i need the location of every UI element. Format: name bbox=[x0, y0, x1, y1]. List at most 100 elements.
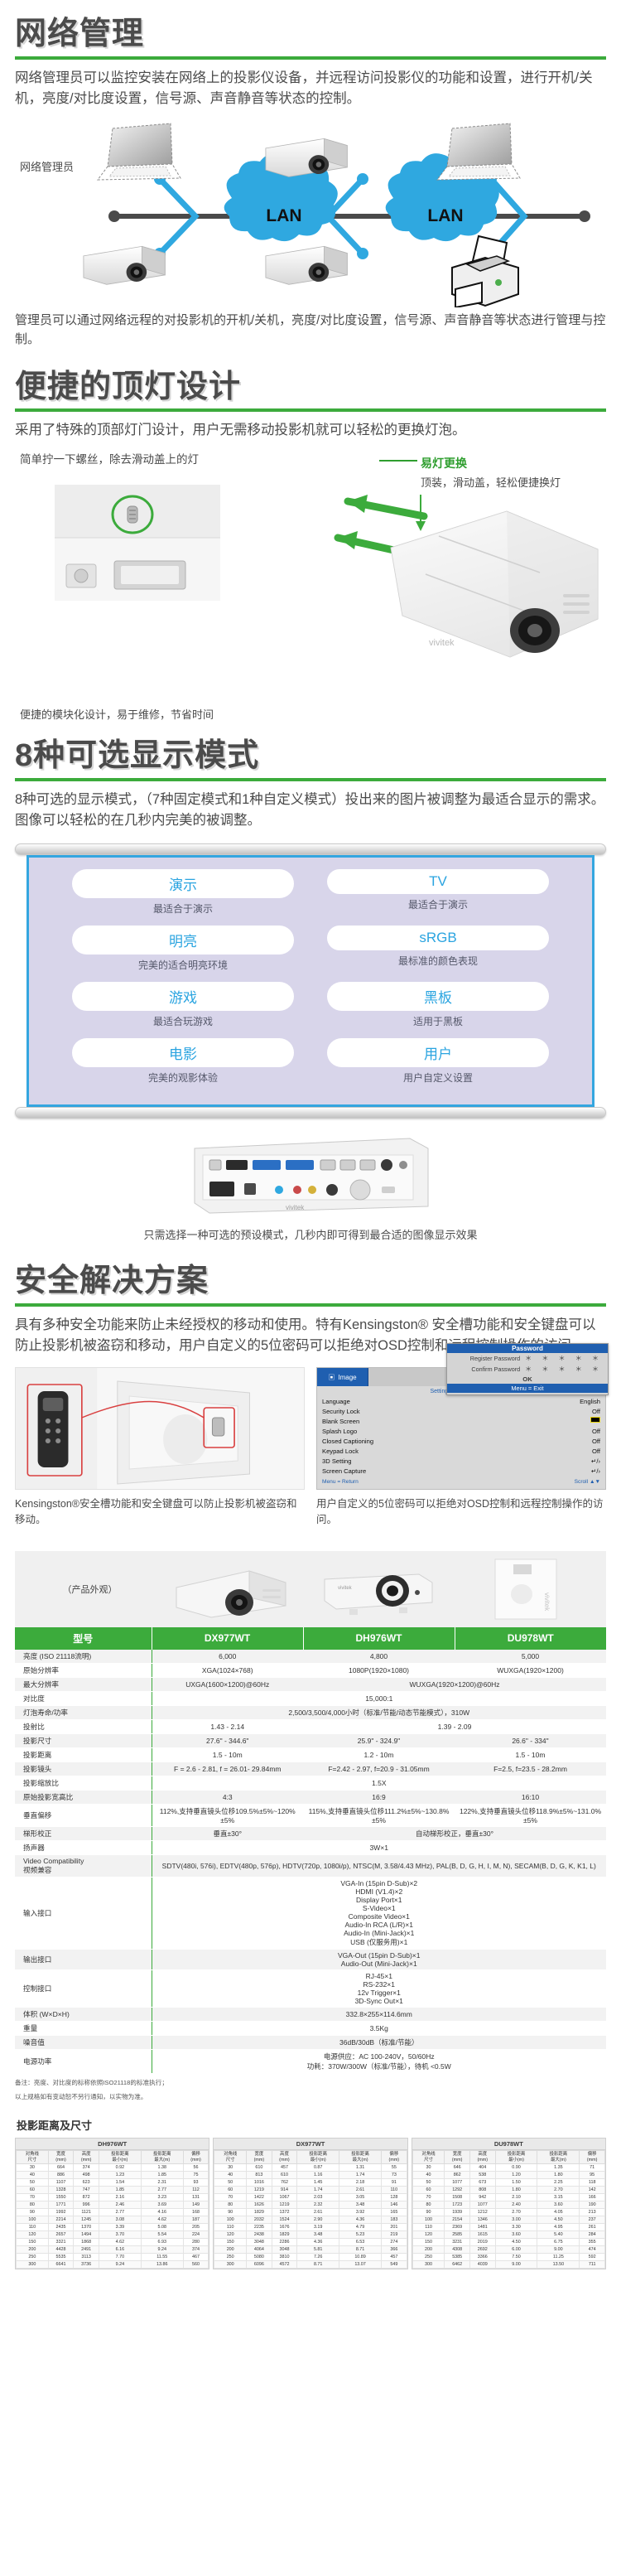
osd-row-label: Screen Capture bbox=[322, 1467, 367, 1475]
osd-row[interactable]: Splash Logo Off bbox=[322, 1427, 600, 1437]
osd-row-value: ↵/› bbox=[590, 1457, 600, 1465]
lamp-title: 便捷的顶灯设计 bbox=[15, 369, 242, 404]
throw-cell: 2657 bbox=[47, 2230, 75, 2240]
throw-cell: 100 bbox=[412, 2216, 445, 2225]
osd-row[interactable]: Keypad Lock Off bbox=[322, 1447, 600, 1457]
spec-cell: F=2.5, f=23.5 - 28.2mm bbox=[455, 1762, 606, 1776]
throw-cell: 56 bbox=[182, 2163, 209, 2172]
mode-cell[interactable]: sRGB 最标准的颜色表现 bbox=[327, 925, 549, 977]
throw-cell: 6.53 bbox=[339, 2238, 382, 2247]
throw-cell: 166 bbox=[579, 2193, 605, 2202]
throw-cell: 6641 bbox=[47, 2260, 75, 2269]
throw-cell: 2.70 bbox=[494, 2208, 538, 2217]
throw-cell: 1372 bbox=[271, 2208, 298, 2217]
throw-cell: 110 bbox=[412, 2223, 445, 2232]
mode-cell[interactable]: 明亮 完美的适合明亮环境 bbox=[72, 925, 294, 977]
throw-cell: 6.00 bbox=[494, 2245, 538, 2255]
throw-cell: 100 bbox=[16, 2216, 49, 2225]
throw-cell: 4572 bbox=[271, 2260, 298, 2269]
throw-cell: 2214 bbox=[47, 2216, 75, 2225]
password-dialog[interactable]: Password Register Password ＊ ＊ ＊ ＊ ＊ Con… bbox=[446, 1343, 609, 1395]
throw-cell: 1.85 bbox=[140, 2171, 184, 2180]
spec-row: 体积 (W×D×H)332.8×255×114.6mm bbox=[15, 2007, 606, 2022]
throw-cell: 1245 bbox=[73, 2216, 99, 2225]
throw-cell: 3.00 bbox=[494, 2216, 538, 2225]
mode-cell[interactable]: 游戏 最适合玩游戏 bbox=[72, 981, 294, 1033]
spec-cell: 2,500/3,500/4,000小时（标准/节能/动态节能模式），310W bbox=[152, 1705, 606, 1720]
throw-col-header: 对角线尺寸 bbox=[214, 2149, 248, 2165]
throw-cell: 560 bbox=[182, 2260, 209, 2269]
throw-cell: 60 bbox=[214, 2186, 248, 2195]
osd-tab-image[interactable]: ▣ Image bbox=[317, 1368, 368, 1386]
spec-cell: 4,800 bbox=[303, 1649, 455, 1664]
throw-cell: 2154 bbox=[444, 2216, 470, 2225]
confirm-password-row[interactable]: Confirm Password ＊ ＊ ＊ ＊ ＊ bbox=[447, 1364, 608, 1375]
spec-row-label: 输入接口 bbox=[15, 1877, 152, 1950]
osd-row[interactable]: Blank Screen bbox=[322, 1416, 600, 1427]
throw-cell: 1.80 bbox=[537, 2171, 580, 2180]
osd-row-label: Security Lock bbox=[322, 1407, 360, 1415]
throw-cell: 4.36 bbox=[339, 2216, 382, 2225]
mode-cell[interactable]: 用户 用户自定义设置 bbox=[327, 1037, 549, 1090]
mode-desc: 完美的适合明亮环境 bbox=[137, 959, 228, 971]
throw-cell: 8.71 bbox=[296, 2260, 340, 2269]
osd-row-value: Off bbox=[592, 1427, 600, 1435]
osd-row[interactable]: Screen Capture ↵/› bbox=[322, 1467, 600, 1476]
mode-cell[interactable]: TV 最适合于演示 bbox=[327, 868, 549, 921]
confirm-password-field[interactable]: ＊ ＊ ＊ ＊ ＊ bbox=[525, 1365, 603, 1373]
throw-cell: 4.62 bbox=[98, 2238, 142, 2247]
throw-cell: 3.39 bbox=[98, 2223, 142, 2232]
product-photo-du978wt: vivitek bbox=[452, 1553, 599, 1626]
throw-cell: 13.86 bbox=[140, 2260, 184, 2269]
throw-cell: 1508 bbox=[444, 2193, 470, 2202]
register-password-field[interactable]: ＊ ＊ ＊ ＊ ＊ bbox=[525, 1355, 603, 1362]
osd-row[interactable]: Security Lock Off bbox=[322, 1407, 600, 1417]
security-left-column: Kensingston®安全槽功能和安全键盘可以防止投影机被盗窃和移动。 bbox=[15, 1367, 305, 1528]
throw-cell: 4428 bbox=[47, 2245, 75, 2255]
osd-row-label: 3D Setting bbox=[322, 1457, 352, 1465]
throw-cell: 862 bbox=[444, 2171, 470, 2180]
product-photo-dh976wt: vivitek bbox=[306, 1553, 453, 1626]
throw-cell: 1.16 bbox=[296, 2171, 340, 2180]
throw-cell: 201 bbox=[381, 2223, 407, 2232]
throw-cell: 474 bbox=[579, 2245, 605, 2255]
spec-row-label: 噪音值 bbox=[15, 2035, 152, 2050]
osd-row[interactable]: Language English bbox=[322, 1397, 600, 1407]
throw-cell: 70 bbox=[412, 2193, 445, 2202]
throw-cell: 11.55 bbox=[140, 2253, 184, 2262]
lamp-rule bbox=[15, 408, 606, 413]
throw-col-header: 对角线尺寸 bbox=[412, 2149, 445, 2165]
throw-cell: 2692 bbox=[469, 2245, 496, 2255]
throw-cell: 498 bbox=[73, 2171, 99, 2180]
password-ok-button[interactable]: OK bbox=[522, 1375, 532, 1383]
throw-cell: 1.50 bbox=[494, 2178, 538, 2187]
throw-cell: 1077 bbox=[469, 2201, 496, 2210]
mode-cell[interactable]: 黑板 适用于黑板 bbox=[327, 981, 549, 1033]
projector-icon-1 bbox=[265, 138, 348, 177]
osd-row[interactable]: Closed Captioning Off bbox=[322, 1437, 600, 1447]
screw-icon bbox=[127, 505, 138, 524]
mode-name: 明亮 bbox=[72, 925, 294, 955]
throw-cell: 13.07 bbox=[339, 2260, 382, 2269]
spec-row-label: 最大分辨率 bbox=[15, 1677, 152, 1692]
osd-menu[interactable]: ▣ Image Settings 1 ▸ Advanced 1 Language… bbox=[316, 1343, 609, 1490]
osd-row-value: ↵/› bbox=[590, 1467, 600, 1475]
throw-cell: 3231 bbox=[444, 2238, 470, 2247]
mode-cell[interactable]: 电影 完美的观影体验 bbox=[72, 1037, 294, 1090]
osd-row[interactable]: 3D Setting ↵/› bbox=[322, 1457, 600, 1467]
mode-cell[interactable]: 演示 最适合于演示 bbox=[72, 868, 294, 921]
register-password-row[interactable]: Register Password ＊ ＊ ＊ ＊ ＊ bbox=[447, 1353, 608, 1364]
remote-icon bbox=[37, 1391, 69, 1467]
lamp-projector-photo: vivitek bbox=[334, 494, 599, 658]
